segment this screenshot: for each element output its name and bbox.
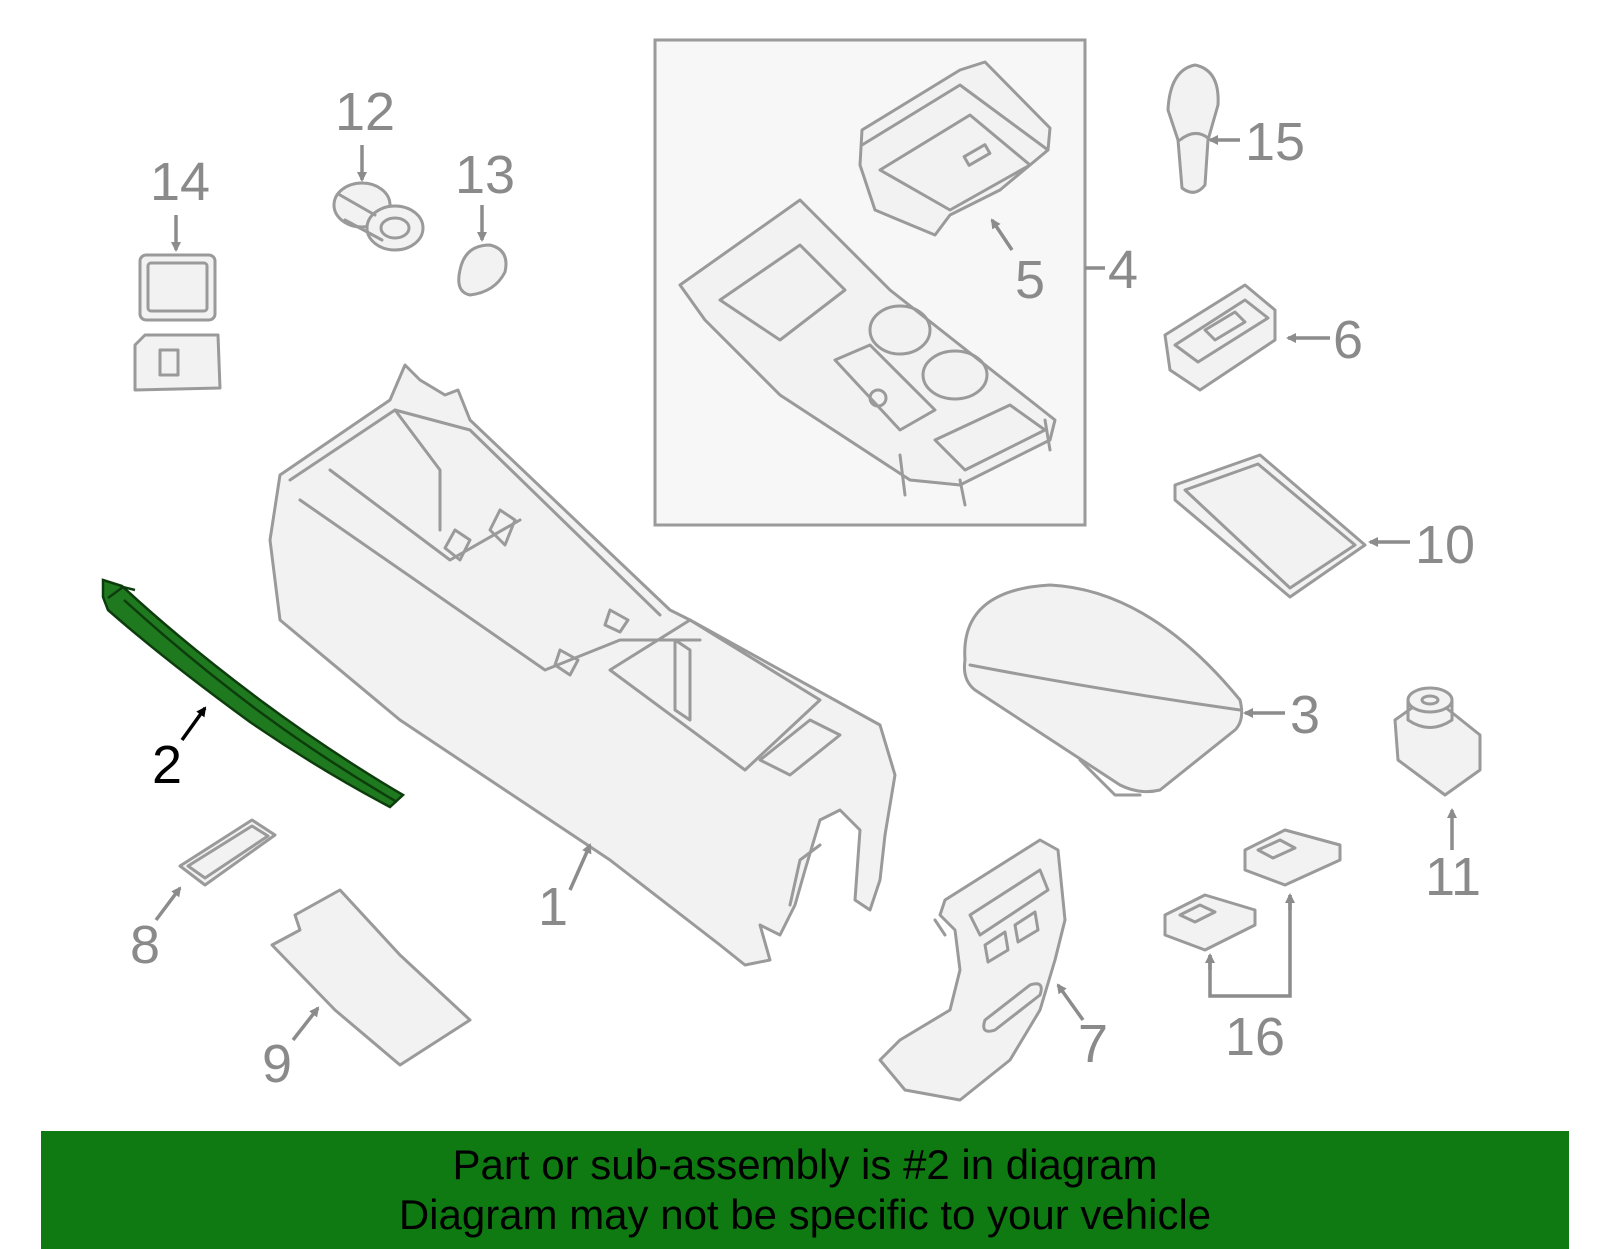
callout-15: 15 bbox=[1245, 112, 1305, 172]
callout-10: 10 bbox=[1415, 515, 1475, 575]
part-11-controller bbox=[1393, 686, 1482, 797]
callout-5: 5 bbox=[1015, 250, 1045, 310]
info-banner: Part or sub-assembly is #2 in diagram Di… bbox=[41, 1131, 1569, 1249]
part-2-trim-strip[interactable] bbox=[101, 578, 406, 809]
callout-8: 8 bbox=[130, 915, 160, 975]
callout-16: 16 bbox=[1225, 1007, 1285, 1067]
callout-4: 4 bbox=[1108, 240, 1138, 300]
part-3-armrest-lid bbox=[963, 583, 1244, 797]
part-15-shift-knob bbox=[1166, 63, 1220, 194]
callout-3: 3 bbox=[1290, 685, 1320, 745]
part-14-console-panel bbox=[133, 253, 222, 392]
callout-13: 13 bbox=[455, 145, 515, 205]
callout-9: 9 bbox=[262, 1034, 292, 1094]
leader-lines bbox=[154, 135, 1457, 1042]
callout-14: 14 bbox=[150, 152, 210, 212]
part-7-rear-panel bbox=[878, 838, 1067, 1102]
part-13-retainer-ring bbox=[457, 243, 508, 297]
callout-11: 11 bbox=[1425, 847, 1481, 907]
callout-7: 7 bbox=[1078, 1014, 1108, 1074]
part-16-clips bbox=[1163, 828, 1342, 952]
part-12-power-socket bbox=[332, 181, 425, 252]
part-1-center-console bbox=[268, 363, 897, 967]
banner-line-2: Diagram may not be specific to your vehi… bbox=[398, 1191, 1212, 1238]
part-8-small-pad bbox=[178, 818, 277, 887]
part-4-console-bezel bbox=[678, 198, 1057, 507]
part-5-storage-bin bbox=[858, 60, 1052, 237]
part-9-mat bbox=[270, 888, 472, 1067]
banner-line-1: Part or sub-assembly is #2 in diagram bbox=[452, 1141, 1158, 1188]
callout-12: 12 bbox=[335, 82, 395, 142]
part-6-switch-panel bbox=[1163, 283, 1277, 392]
callout-6: 6 bbox=[1333, 310, 1363, 370]
callout-labels: 14 12 13 15 5 4 6 10 3 11 2 1 8 9 7 16 bbox=[130, 82, 1481, 1094]
part-10-mat bbox=[1173, 453, 1367, 599]
callout-2[interactable]: 2 bbox=[152, 735, 182, 795]
callout-1: 1 bbox=[538, 877, 568, 937]
